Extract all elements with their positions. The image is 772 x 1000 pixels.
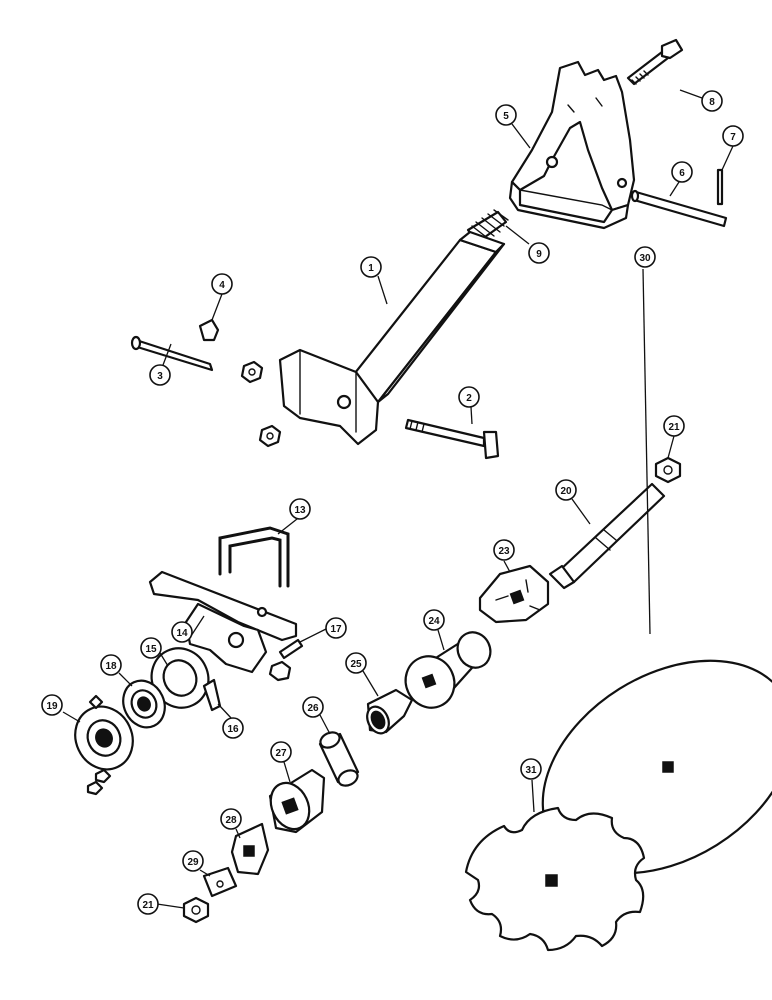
part-20-axle xyxy=(548,482,666,590)
nut-plate xyxy=(268,660,292,682)
callout-5: 5 xyxy=(495,104,517,126)
callout-31: 31 xyxy=(520,758,542,780)
callout-label: 7 xyxy=(730,132,736,143)
callout-label: 16 xyxy=(227,724,239,735)
part-29-lock-plate xyxy=(202,866,238,898)
callout-label: 17 xyxy=(330,624,342,635)
callout-label: 25 xyxy=(350,659,362,670)
part-2-bolt xyxy=(404,418,500,460)
callout-label: 4 xyxy=(219,280,225,291)
callout-label: 28 xyxy=(225,815,237,826)
callout-label: 30 xyxy=(639,253,651,264)
part-5-bracket xyxy=(508,60,636,230)
callout-18: 18 xyxy=(100,654,122,676)
part-24-spool xyxy=(404,631,492,709)
nuts-housing xyxy=(86,768,112,796)
part-21-nut-upper xyxy=(654,456,682,484)
callout-label: 18 xyxy=(105,661,117,672)
part-28-end-washer xyxy=(230,822,270,876)
callout-label: 1 xyxy=(368,263,374,274)
callout-20: 20 xyxy=(555,479,577,501)
callout-19: 19 xyxy=(41,694,63,716)
callout-label: 14 xyxy=(176,628,188,639)
part-26-tube xyxy=(318,731,360,787)
part-13-u-bolt xyxy=(218,526,290,588)
callout-6: 6 xyxy=(671,161,693,183)
leader-lines xyxy=(62,89,734,909)
part-25-cone xyxy=(366,688,414,735)
callout-label: 19 xyxy=(46,701,58,712)
callout-25: 25 xyxy=(345,652,367,674)
callout-label: 2 xyxy=(466,393,472,404)
callout-label: 27 xyxy=(275,748,287,759)
callout-label: 5 xyxy=(503,111,509,122)
callout-label: 20 xyxy=(560,486,572,497)
callout-21-lower: 21 xyxy=(137,893,159,915)
callout-27: 27 xyxy=(270,741,292,763)
part-3-pin xyxy=(130,335,214,372)
part-16-bolt xyxy=(202,678,222,712)
callout-3: 3 xyxy=(149,364,171,386)
callout-label: 26 xyxy=(307,703,319,714)
callout-label: 13 xyxy=(294,505,306,516)
part-7-pin xyxy=(716,168,724,206)
callout-16: 16 xyxy=(222,717,244,739)
callout-7: 7 xyxy=(722,125,744,147)
callout-label: 6 xyxy=(679,168,685,179)
callout-label: 9 xyxy=(536,249,542,260)
callout-29: 29 xyxy=(182,850,204,872)
part-31-notched-blade xyxy=(464,806,646,952)
callout-1: 1 xyxy=(360,256,382,278)
callout-21-upper: 21 xyxy=(663,415,685,437)
callout-label: 8 xyxy=(709,97,715,108)
part-8-bolt xyxy=(626,38,684,86)
callout-17: 17 xyxy=(325,617,347,639)
callout-label: 29 xyxy=(187,857,199,868)
part-4-clip xyxy=(198,318,220,342)
nut-lower xyxy=(258,424,282,448)
callout-label: 24 xyxy=(428,616,440,627)
callout-23: 23 xyxy=(493,539,515,561)
callout-26: 26 xyxy=(302,696,324,718)
part-19-housing xyxy=(74,694,134,771)
callout-label: 15 xyxy=(145,644,157,655)
part-23-spool-washer xyxy=(478,564,550,624)
callout-8: 8 xyxy=(701,90,723,112)
callout-14: 14 xyxy=(171,621,193,643)
part-6-pin xyxy=(630,189,728,228)
callout-label: 21 xyxy=(668,422,680,433)
callout-13: 13 xyxy=(289,498,311,520)
part-18-bearing xyxy=(122,679,166,729)
callout-2: 2 xyxy=(458,386,480,408)
part-21-nut-lower xyxy=(182,896,210,924)
nut-upper xyxy=(240,360,264,384)
part-27-cone xyxy=(268,768,326,834)
callout-4: 4 xyxy=(211,273,233,295)
part-1-beam xyxy=(278,230,506,446)
callout-28: 28 xyxy=(220,808,242,830)
callout-30: 30 xyxy=(634,246,656,268)
callout-label: 3 xyxy=(157,371,163,382)
part-17-bolt xyxy=(278,638,304,660)
callout-label: 23 xyxy=(498,546,510,557)
callout-15: 15 xyxy=(140,637,162,659)
callout-24: 24 xyxy=(423,609,445,631)
callout-label: 31 xyxy=(525,765,537,776)
callout-label: 21 xyxy=(142,900,154,911)
callout-9: 9 xyxy=(528,242,550,264)
